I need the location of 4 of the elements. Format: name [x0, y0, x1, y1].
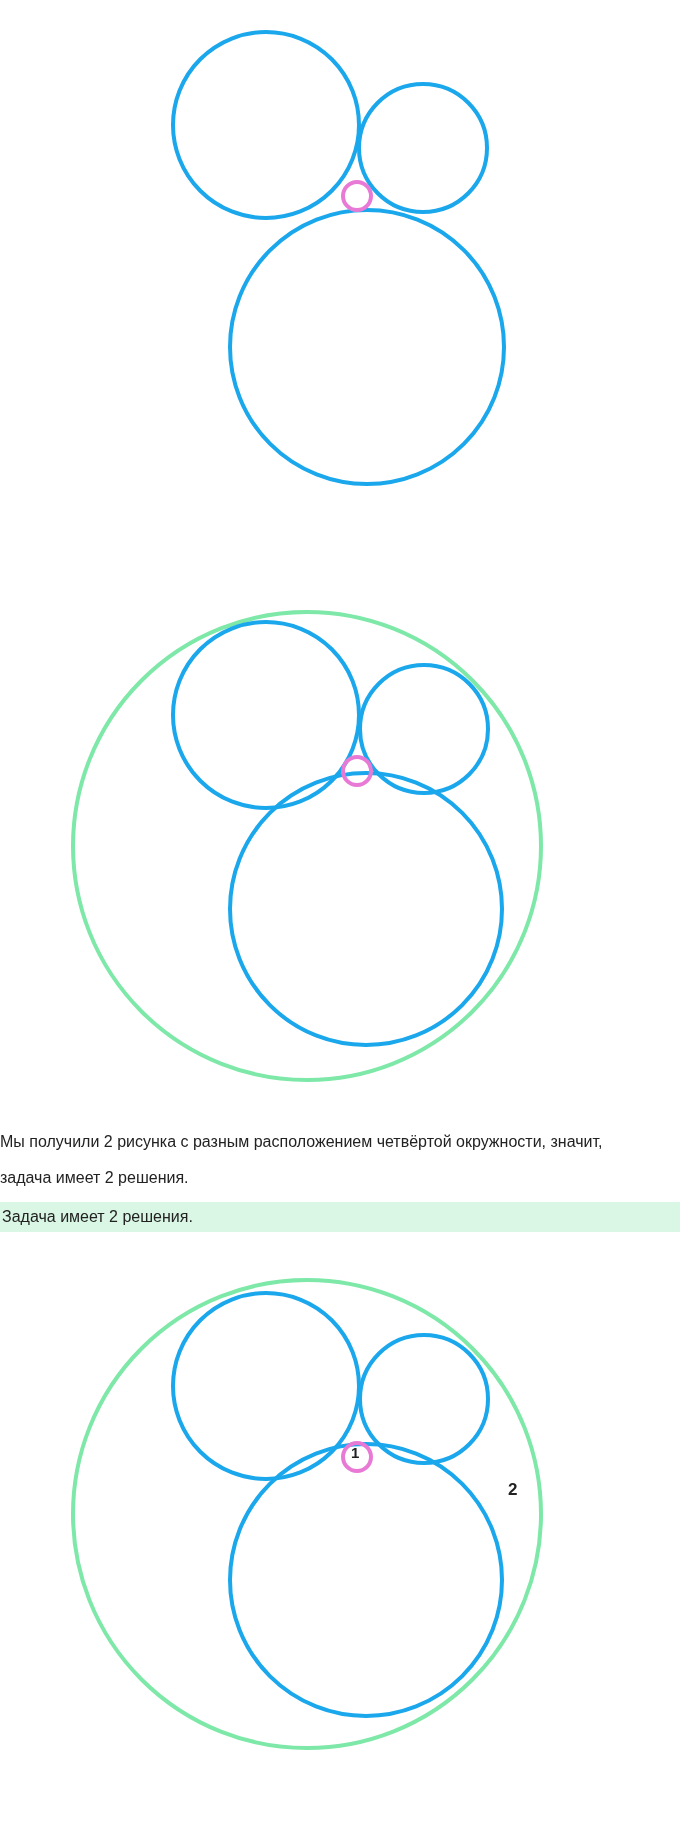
circle-number: 1	[351, 1444, 360, 1461]
answer-text: Задача имеет 2 решения.	[0, 1202, 680, 1232]
explanation-text: Мы получили 2 рисунка с разным расположением четвёртой окружности, значит, задача имеет 2 решения.	[0, 1132, 604, 1188]
circle-number: 2	[508, 1480, 518, 1500]
